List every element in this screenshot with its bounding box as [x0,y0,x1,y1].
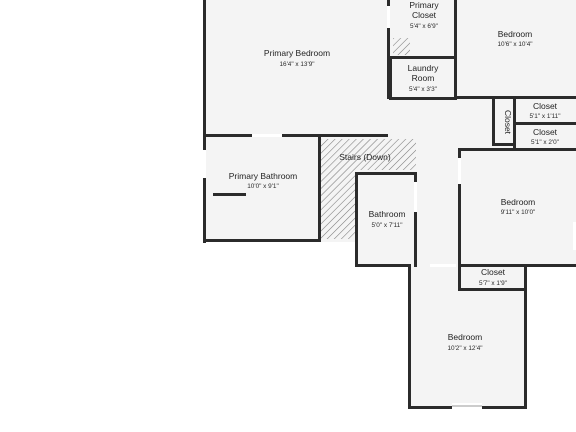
wall-bedroom-e-top [458,148,576,151]
window-bathroom-door [414,182,417,212]
wall-bedroom-s-right [524,264,527,409]
room-name: Primary Bedroom [264,48,330,58]
windows [203,6,576,409]
room-name: Bedroom [501,197,536,207]
room-name: Stairs (Down) [339,152,391,162]
wall-bedroom-s-left [408,264,411,409]
room-dims: 10'6" x 10'4" [497,41,532,48]
wall-hall-closet-bottom [492,143,516,146]
room-dims: 10'2" x 12'4" [447,345,482,352]
wall-bath-stub [213,193,246,196]
room-name: Bedroom [498,29,533,39]
room-name-line: Closet [412,10,437,20]
upper-floor-area [205,0,576,406]
stairs-hatch [321,139,416,239]
floor-fills [205,0,576,406]
room-dims: 5'7" x 1'9" [479,280,507,287]
room-dims: 5'4" x 3'3" [409,86,437,93]
wall-left-outer [203,0,206,243]
wall-hall-closet-left [492,96,495,146]
room-name: Closet [481,267,506,277]
wall-closets-divider [513,122,576,125]
wall-closet-right [454,0,457,99]
room-name: Closet [503,110,513,135]
window-bedroom-e-door [458,158,461,184]
window-primary-bath [203,150,206,178]
room-name: Bedroom [448,332,483,342]
room-dims: 5'4" x 6'9" [410,23,438,30]
wall-laundry-bottom [389,97,457,100]
room-name-line: Primary [409,0,439,10]
room-name: Bathroom [369,209,406,219]
wall-bathroom-right [414,172,417,267]
room-name-line: Room [412,73,435,83]
wall-bathroom-bottom2 [355,264,411,267]
wall-bedroom-e-bottom [458,264,576,267]
window-primary-bedroom [252,134,282,137]
room-name: Closet [533,101,558,111]
room-dims: 5'0" x 7'11" [371,222,402,229]
wall-primary-bedroom-bottom [203,134,388,137]
room-name: Primary Bathroom [229,171,298,181]
room-name-line: Laundry [408,63,439,73]
wall-bathroom-top [355,172,417,175]
room-dims: 9'11" x 10'0" [501,209,536,216]
wall-primary-bedroom-right [387,0,390,99]
room-dims: 16'4" x 13'9" [279,61,314,68]
room-dims: 5'1" x 2'0" [531,139,559,146]
wall-closet-bottom [389,56,454,59]
window-bedroom-s-door [430,264,456,267]
wall-closet-south-left [458,264,461,291]
wall-laundry-left [389,56,392,100]
window-closet-door [387,6,390,28]
wall-stairs-left [318,136,321,242]
wall-closet-south-bottom [458,288,527,291]
window-bedroom-e [573,222,576,250]
attic-access-hatch [393,38,410,55]
room-dims: 5'1" x 1'11" [529,113,560,120]
room-name: Closet [533,127,558,137]
wall-bathroom-left [355,172,358,267]
room-dims: 10'0" x 9'1" [247,183,279,190]
walls [203,0,576,409]
stairs-hatch-area [321,139,416,239]
wall-bedroom-e-left [458,148,461,267]
wall-bathroom-bottom [203,239,321,242]
